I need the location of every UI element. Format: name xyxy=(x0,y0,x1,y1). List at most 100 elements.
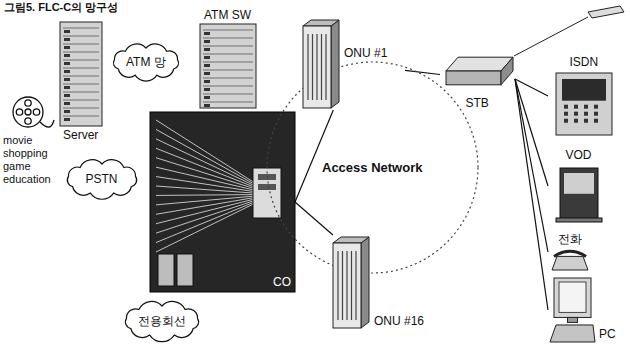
icon-part xyxy=(446,71,501,85)
network-cloud: PSTN xyxy=(62,158,142,200)
icon-part xyxy=(258,184,276,190)
icon-part xyxy=(203,38,253,39)
fiber-fan-line xyxy=(156,194,253,196)
icon-part xyxy=(64,38,70,41)
icon-part xyxy=(203,30,253,31)
connector-line xyxy=(515,79,548,252)
icon-part xyxy=(60,22,102,126)
node-text: STB xyxy=(466,96,489,110)
icon-part xyxy=(351,251,352,320)
vod-terminal: VOD xyxy=(548,148,610,224)
icon-part xyxy=(346,251,347,320)
icon-part xyxy=(63,100,99,101)
icon-part xyxy=(312,34,313,100)
fiber-fan-line xyxy=(156,204,253,252)
icon-part xyxy=(63,84,99,85)
node-text: PSTN xyxy=(86,172,118,186)
icon-part xyxy=(560,168,598,220)
icon-part xyxy=(203,70,253,71)
icon-part xyxy=(333,243,361,328)
icon-part xyxy=(594,105,598,109)
remote-gadget-icon xyxy=(514,6,624,56)
icon-part xyxy=(501,57,513,85)
service-list: movie shopping game education xyxy=(3,134,59,186)
icon-part xyxy=(203,78,253,79)
icon-part xyxy=(203,46,253,47)
icon-part xyxy=(204,104,210,107)
fiber-fan-line xyxy=(156,129,253,183)
connector-line xyxy=(405,70,440,74)
icon-part xyxy=(200,24,256,108)
icon-part xyxy=(331,20,339,108)
icon-part xyxy=(177,254,193,286)
node-text: 전용회선 xyxy=(138,314,186,328)
node-text: ONU #16 xyxy=(374,314,424,328)
icon-part xyxy=(203,102,253,103)
node-text: ATM 망 xyxy=(126,55,166,69)
gadget-wire xyxy=(514,17,588,56)
icon-part xyxy=(568,317,578,322)
icon-part xyxy=(64,110,70,113)
cloud-outline xyxy=(125,301,198,341)
connector-line xyxy=(515,79,548,310)
node-text: ATM SW xyxy=(204,8,251,22)
onu-unit: ONU #1 xyxy=(300,18,405,110)
icon-part xyxy=(204,80,210,83)
icon-part xyxy=(203,94,253,95)
node-text: CO xyxy=(273,275,291,289)
area-outline xyxy=(267,62,478,273)
text-block: PC xyxy=(599,327,616,341)
icon-part xyxy=(204,96,210,99)
icon-part xyxy=(325,34,326,100)
icon-part xyxy=(564,173,594,194)
text-block: CO xyxy=(273,275,291,289)
text-block: PSTN xyxy=(86,172,118,186)
icon-part xyxy=(594,119,598,123)
fiber-fan-line xyxy=(156,120,253,182)
icon-part xyxy=(204,32,210,35)
icon-part xyxy=(307,34,308,100)
node-text: PC xyxy=(599,327,616,341)
rack-icon xyxy=(56,22,106,142)
fiber-fan-line xyxy=(156,203,253,243)
icon-part xyxy=(63,36,99,37)
text-block: ONU #1 xyxy=(344,46,387,60)
connector-line xyxy=(295,110,333,202)
connector-line xyxy=(295,202,333,235)
icon-part xyxy=(64,102,70,105)
icon-part xyxy=(584,119,588,123)
set-top-box: STB xyxy=(440,48,515,110)
icon-part xyxy=(316,34,317,100)
icon-part xyxy=(64,62,70,65)
text-block: STB xyxy=(466,96,489,110)
node-text: VOD xyxy=(566,148,592,162)
icon-part xyxy=(203,62,253,63)
icon-part xyxy=(63,28,99,29)
icon-part xyxy=(337,251,338,320)
icon-part xyxy=(303,26,331,108)
icon-part xyxy=(552,256,588,270)
text-block: ONU #16 xyxy=(374,314,424,328)
icon-part xyxy=(361,237,369,328)
icon-part xyxy=(204,88,210,91)
icon-part xyxy=(63,92,99,93)
icon-part xyxy=(574,112,578,116)
text-block: ATM 망 xyxy=(126,55,166,69)
text-block: Server xyxy=(63,128,98,142)
node-text: 전화 xyxy=(558,232,582,246)
icon-part xyxy=(64,30,70,33)
icon-part xyxy=(64,54,70,57)
icon-part xyxy=(554,251,586,256)
tower-icon xyxy=(300,18,405,110)
text-block: ATM SW xyxy=(204,8,251,22)
fiber-fan-line xyxy=(156,148,253,186)
icon-part xyxy=(63,52,99,53)
icon-part xyxy=(64,94,70,97)
rack-icon xyxy=(196,8,260,108)
icon-part xyxy=(64,70,70,73)
icon-part xyxy=(564,105,568,109)
access-network-area: Access Network xyxy=(265,60,480,275)
text-block: 전용회선 xyxy=(138,314,186,328)
icon-part xyxy=(564,112,568,116)
